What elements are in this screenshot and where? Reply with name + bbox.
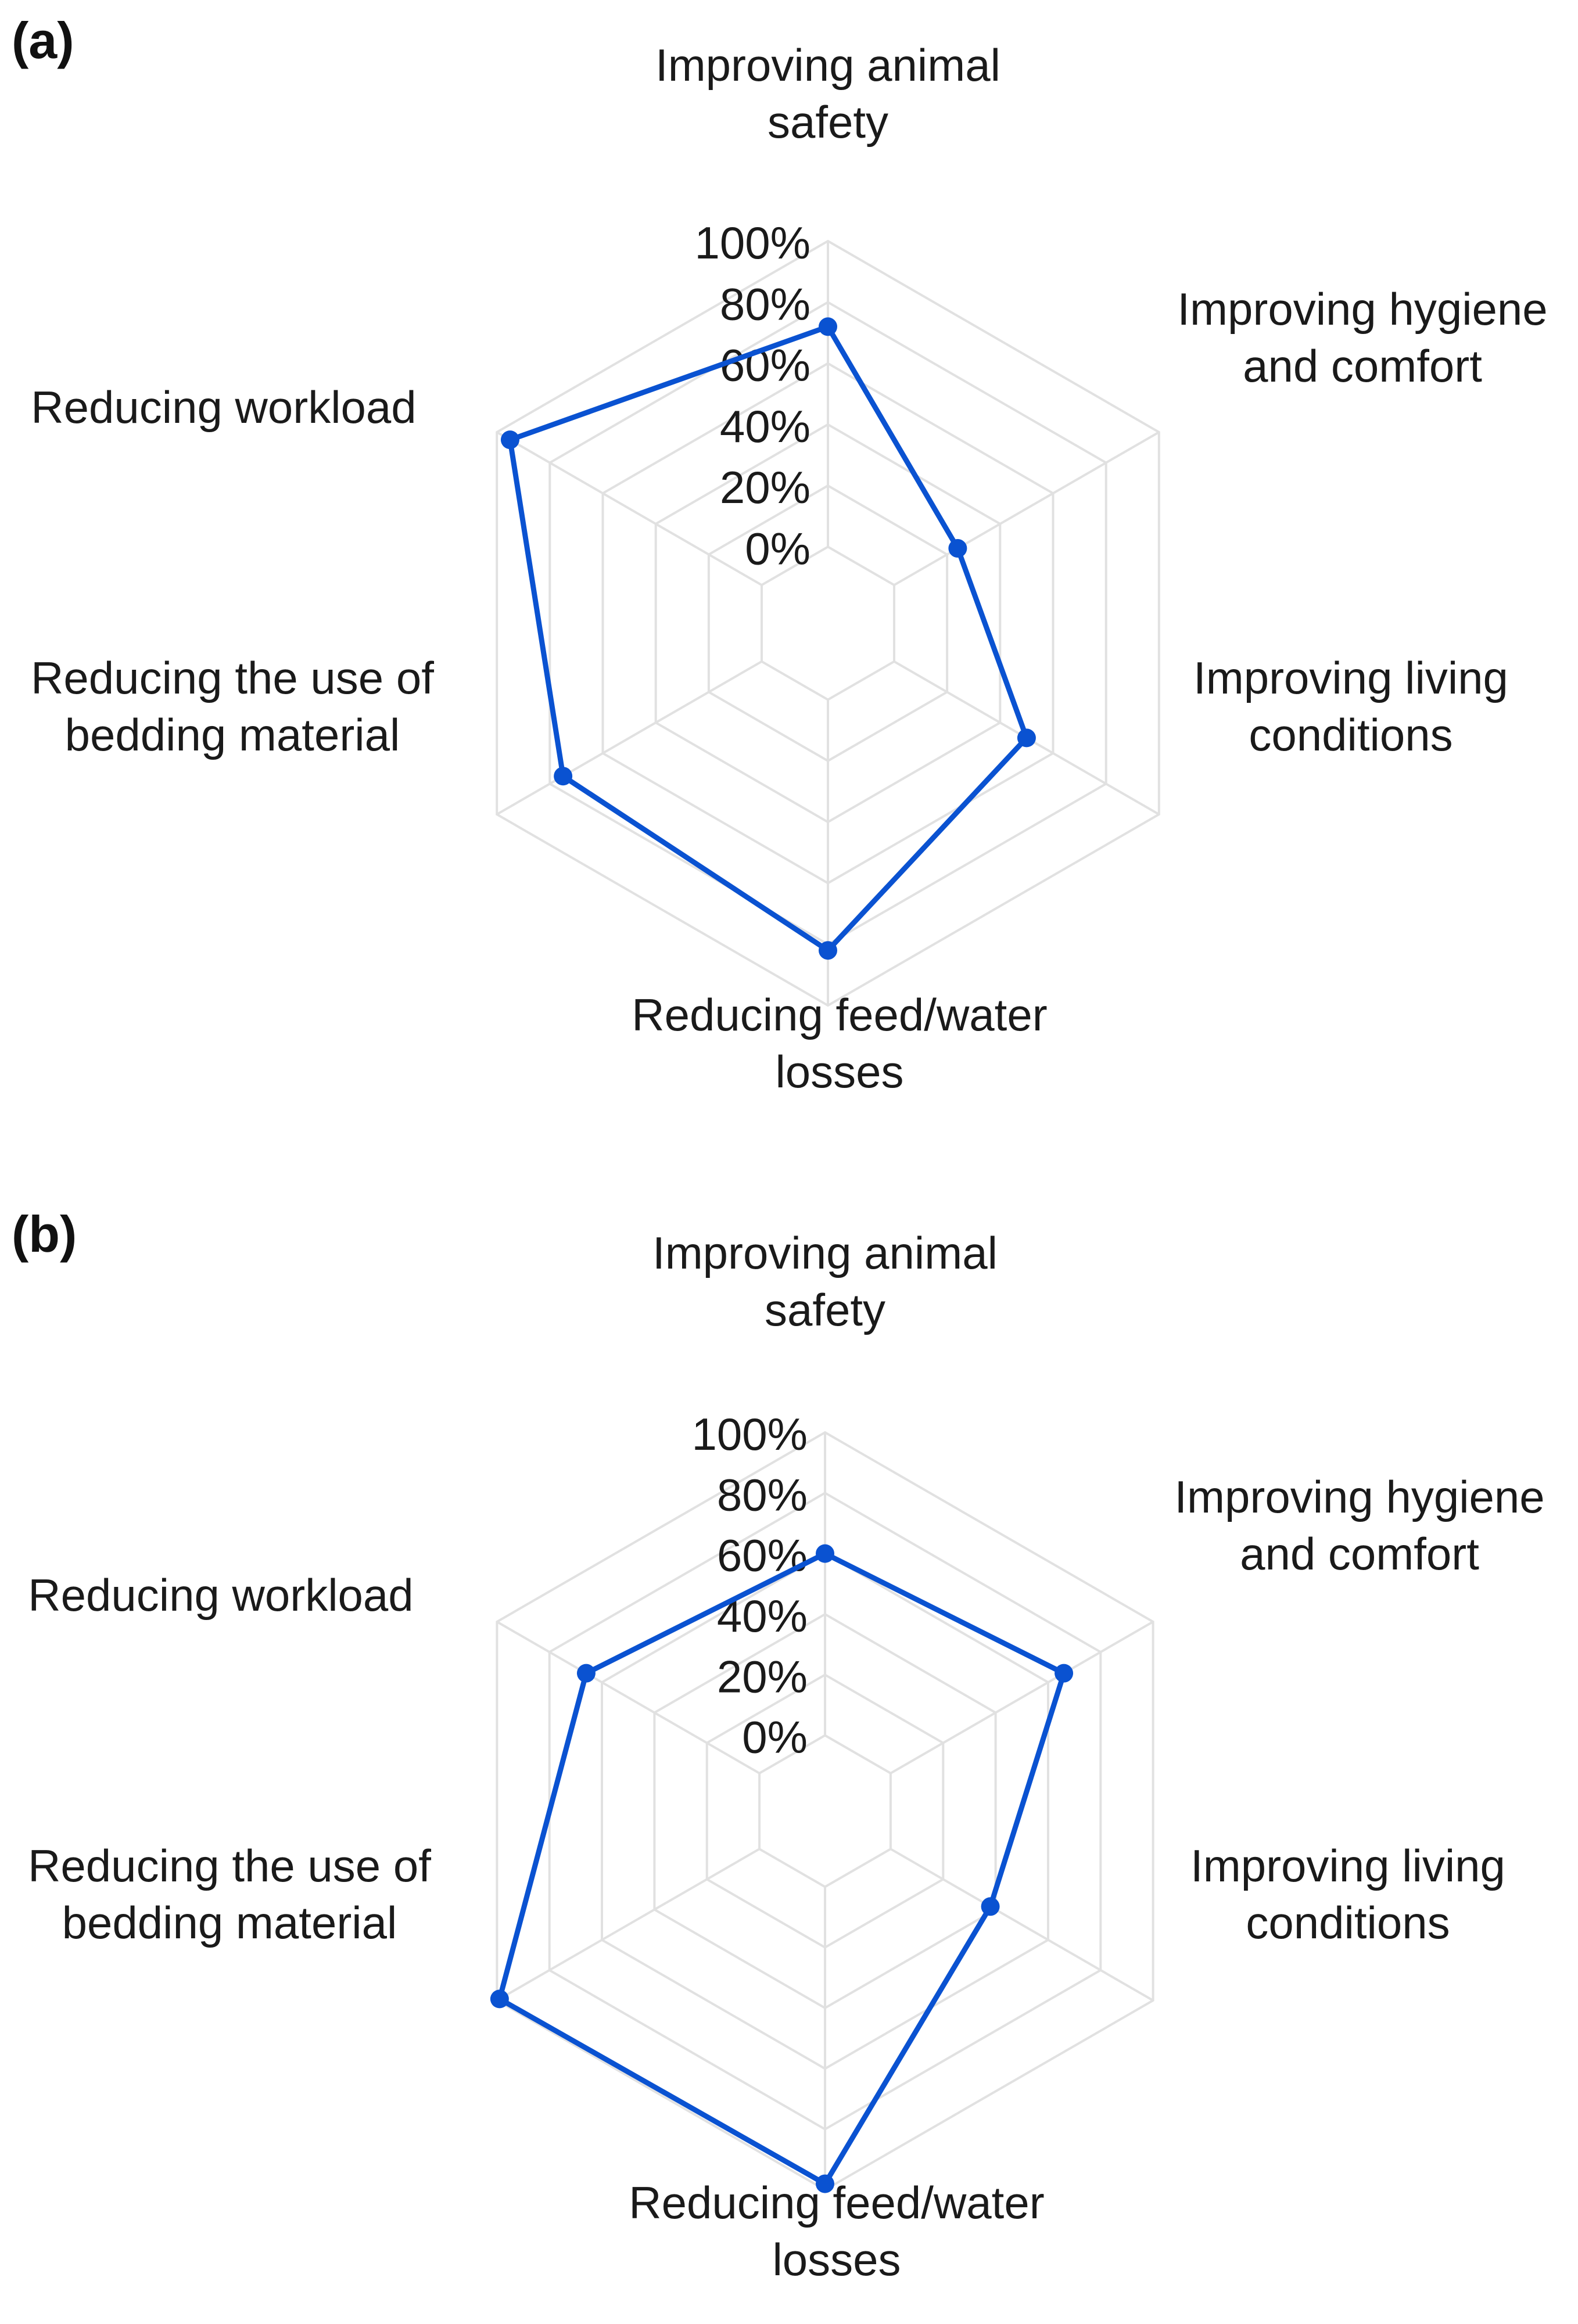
tick-labels-a: 0%20%40%60%80%100% — [695, 217, 811, 574]
panel-label-b: (b) — [12, 1205, 77, 1263]
axis-label-line: Improving living — [1190, 1840, 1505, 1891]
grid-spoke — [496, 1621, 761, 1775]
axis-label-line: Reducing workload — [31, 382, 416, 433]
data-point — [576, 1664, 596, 1683]
data-point — [554, 767, 573, 786]
tick-label: 40% — [720, 401, 810, 452]
data-series-b — [490, 1544, 1074, 2193]
axis-label: Reducing workload — [28, 1569, 413, 1621]
grid-spoke — [893, 431, 1160, 586]
tick-label: 60% — [717, 1530, 808, 1581]
axis-label: Reducing the use of bedding material — [28, 1840, 431, 1948]
tick-label: 100% — [695, 217, 811, 268]
tick-label: 80% — [717, 1469, 808, 1520]
axis-label-line: Improving hygiene — [1174, 1471, 1544, 1522]
grid-spoke — [890, 1848, 1154, 2002]
axis-label: Reducing feed/water losses — [629, 2177, 1044, 2285]
data-point — [490, 1989, 509, 2009]
tick-label: 0% — [745, 523, 810, 574]
axis-label-line: Reducing feed/water — [629, 2177, 1044, 2228]
axis-label: Improving living conditions — [1190, 1840, 1505, 1948]
grid-spokes-b — [496, 1432, 1154, 2190]
axis-label-line: Improving animal — [655, 39, 1000, 91]
axis-label: Improving hygiene and comfort — [1174, 1471, 1544, 1579]
grid-spoke — [496, 660, 763, 816]
tick-label: 100% — [692, 1409, 808, 1460]
axis-label: Improving living conditions — [1193, 652, 1508, 760]
axis-label: Reducing feed/water losses — [632, 989, 1047, 1097]
axis-label: Reducing workload — [31, 382, 416, 433]
axis-label-line: Improving hygiene — [1177, 283, 1547, 335]
data-point — [1017, 728, 1036, 748]
axis-label-line: and comfort — [1243, 340, 1482, 391]
axis-label-line: Reducing the use of — [28, 1840, 431, 1891]
axis-label-line: conditions — [1246, 1897, 1450, 1948]
data-point — [981, 1897, 1000, 1916]
axis-label-line: Improving animal — [652, 1227, 998, 1278]
tick-label: 20% — [717, 1651, 808, 1702]
axis-label-line: safety — [765, 1284, 885, 1335]
tick-label: 20% — [720, 462, 810, 513]
axis-label-line: bedding material — [65, 709, 400, 760]
grid-spoke — [890, 1621, 1154, 1775]
axis-label-line: losses — [772, 2234, 901, 2285]
data-point — [500, 430, 519, 450]
data-series-a — [500, 317, 1036, 960]
grid-spoke — [496, 431, 763, 586]
tick-label: 80% — [720, 278, 810, 329]
data-point — [819, 317, 837, 336]
data-point — [816, 2174, 834, 2193]
tick-labels-b: 0%20%40%60%80%100% — [692, 1409, 808, 1763]
tick-label: 0% — [742, 1712, 808, 1763]
data-point — [1055, 1664, 1074, 1683]
axis-label-line: losses — [775, 1046, 903, 1097]
axis-label-line: Reducing workload — [28, 1569, 413, 1621]
series-line — [497, 1551, 1067, 2187]
axis-label-line: bedding material — [62, 1897, 397, 1948]
grid-spoke — [496, 1848, 761, 2002]
panel-label-a: (a) — [12, 12, 74, 69]
grid-spokes-a — [496, 241, 1160, 1005]
axis-label: Reducing the use of bedding material — [31, 652, 434, 760]
axis-label-line: safety — [768, 96, 888, 148]
axis-label-line: Improving living — [1193, 652, 1508, 703]
axis-label-line: conditions — [1249, 709, 1453, 760]
axis-label-line: Reducing feed/water — [632, 989, 1047, 1040]
axis-label: Improving animal safety — [652, 1227, 998, 1335]
data-point — [819, 941, 837, 960]
data-point — [948, 539, 967, 558]
axis-label-line: and comfort — [1240, 1528, 1479, 1579]
axis-label-line: Reducing the use of — [31, 652, 434, 703]
data-point — [816, 1544, 834, 1563]
